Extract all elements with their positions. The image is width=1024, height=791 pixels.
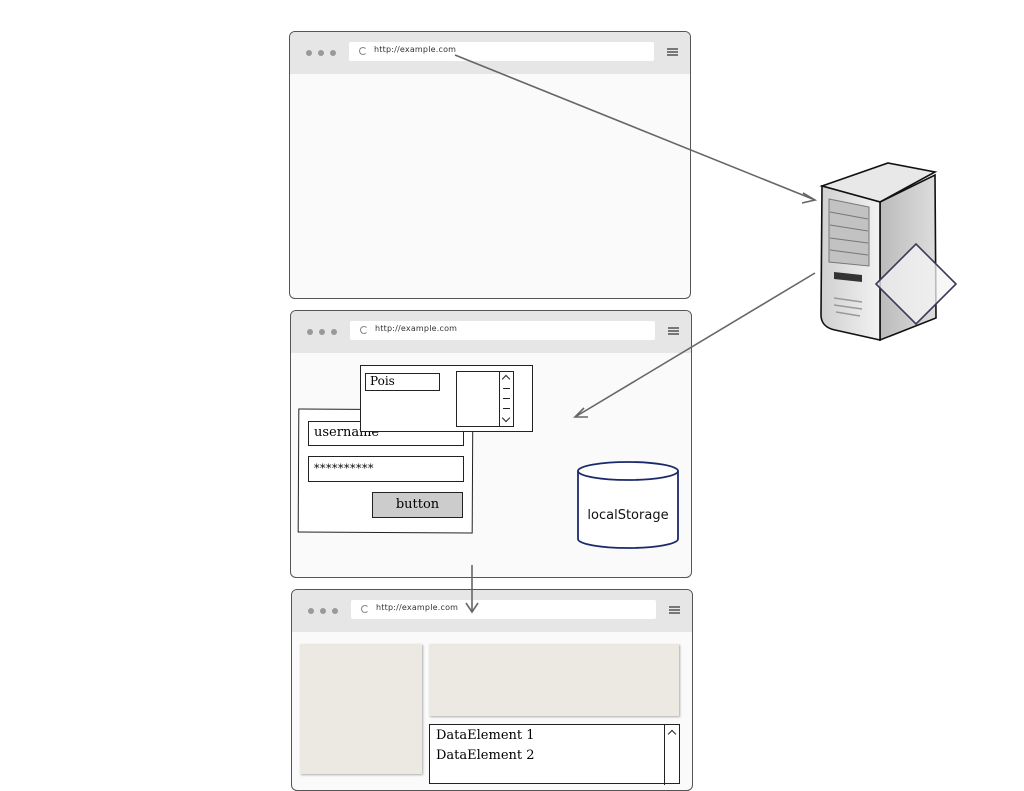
list-item[interactable]: DataElement 1 — [436, 728, 535, 743]
scroll-track-mark — [503, 388, 510, 389]
url-text: http://example.com — [374, 45, 457, 54]
window-dot-icon — [318, 50, 324, 56]
server-icon — [819, 162, 958, 342]
select-dropdown[interactable]: Pois — [365, 373, 440, 391]
button-label: button — [395, 497, 440, 512]
address-bar[interactable]: http://example.com — [351, 600, 656, 619]
submit-button[interactable]: button — [372, 492, 463, 518]
header-panel — [429, 644, 679, 716]
url-text: http://example.com — [375, 324, 458, 333]
reload-icon[interactable] — [359, 47, 367, 55]
list-item[interactable]: DataElement 2 — [436, 748, 535, 763]
diagram-overlay: localStorage — [454, 54, 958, 614]
arrow-request — [454, 54, 818, 204]
window-dot-icon — [320, 608, 326, 614]
window-dot-icon — [331, 329, 337, 335]
reload-icon[interactable] — [360, 326, 368, 334]
url-text: http://example.com — [376, 603, 459, 612]
window-dot-icon — [306, 50, 312, 56]
window-dot-icon — [308, 608, 314, 614]
window-dot-icon — [307, 329, 313, 335]
window-dot-icon — [332, 608, 338, 614]
browser-toolbar: http://example.com — [292, 590, 692, 632]
browser-toolbar: http://example.com — [291, 311, 691, 353]
window-dot-icon — [319, 329, 325, 335]
listbox[interactable] — [456, 371, 514, 427]
local-storage-icon — [577, 461, 679, 549]
browser-window-top: http://example.com — [289, 31, 691, 299]
address-bar[interactable]: http://example.com — [349, 42, 654, 61]
list-scrollbar[interactable] — [664, 725, 665, 785]
scroll-track-mark — [503, 398, 510, 399]
arrow-navigate — [465, 565, 479, 614]
password-field[interactable]: ********** — [308, 456, 464, 482]
menu-icon[interactable] — [668, 327, 679, 336]
menu-icon[interactable] — [667, 48, 678, 57]
scroll-track-mark — [503, 408, 510, 409]
arrow-response — [573, 272, 816, 418]
reload-icon[interactable] — [361, 605, 369, 613]
password-value: ********** — [314, 462, 374, 475]
sidebar-panel — [300, 644, 422, 774]
select-value: Pois — [370, 374, 395, 388]
local-storage-label: localStorage — [587, 508, 668, 523]
window-dot-icon — [330, 50, 336, 56]
browser-toolbar: http://example.com — [290, 32, 690, 74]
menu-icon[interactable] — [669, 606, 680, 615]
listbox-scrollbar[interactable] — [499, 371, 514, 427]
address-bar[interactable]: http://example.com — [350, 321, 655, 340]
